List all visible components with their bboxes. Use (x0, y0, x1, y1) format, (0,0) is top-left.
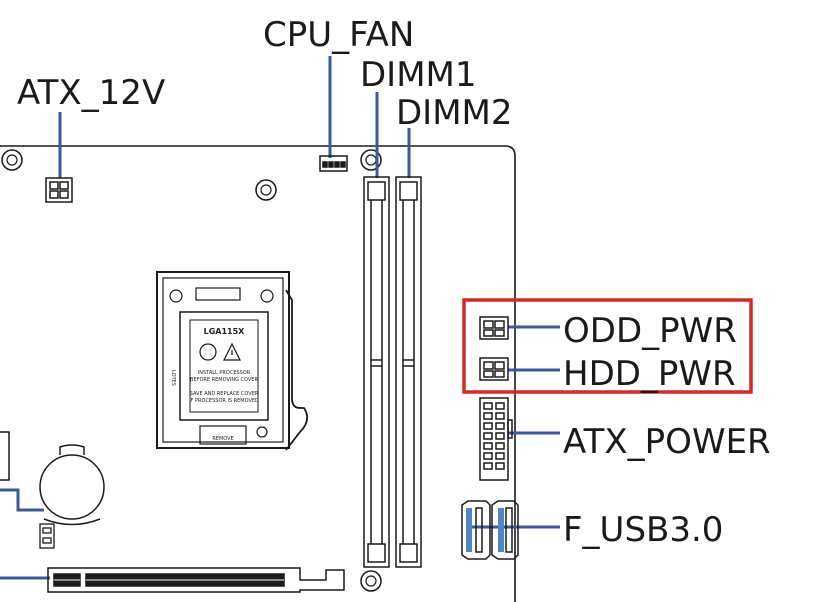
leader-battery (0, 488, 44, 512)
dimm2-slot (395, 176, 422, 568)
socket-side-label: LOTES (170, 370, 176, 386)
hdd-pwr-connector (479, 357, 509, 381)
mounting-hole-top-center (255, 179, 277, 201)
label-hdd-pwr: HDD_PWR (563, 354, 736, 394)
dimm1-slot (363, 176, 390, 568)
cpu-socket: LGA115X INSTALL PROCESSOR BEFORE REMOVIN… (156, 271, 309, 451)
label-atx-12v: ATX_12V (17, 73, 165, 113)
socket-notice-3: SAVE AND REPLACE COVER (190, 391, 259, 397)
atx-12v-connector (45, 177, 73, 203)
socket-cover-label: REMOVE (212, 436, 233, 442)
socket-notice-4: IF PROCESSOR IS REMOVED (189, 398, 259, 404)
mounting-hole-top-left (1, 149, 23, 171)
socket-notice-2: BEFORE REMOVING COVER (190, 377, 258, 383)
left-edge-component (0, 431, 10, 481)
f-usb30-connector (461, 500, 519, 560)
socket-model-label: LGA115X (204, 327, 246, 336)
atx-power-connector (479, 397, 513, 481)
label-dimm2: DIMM2 (396, 93, 513, 133)
label-f-usb30: F_USB3.0 (563, 510, 723, 550)
label-cpu-fan: CPU_FAN (263, 15, 414, 55)
socket-lever (285, 289, 309, 451)
mounting-hole-bottom (360, 570, 382, 592)
label-dimm1: DIMM1 (360, 55, 477, 95)
battery-header (39, 523, 55, 549)
pcie-slot (47, 567, 345, 593)
label-atx-power: ATX_POWER (563, 422, 771, 462)
socket-notice-1: INSTALL PROCESSOR (198, 370, 251, 376)
board-outline (0, 145, 516, 602)
odd-pwr-connector (479, 316, 509, 340)
leader-lines (0, 56, 560, 580)
cmos-battery (39, 444, 105, 526)
highlight-box (462, 298, 753, 394)
label-odd-pwr: ODD_PWR (563, 311, 737, 351)
cpu-fan-connector (319, 155, 348, 172)
